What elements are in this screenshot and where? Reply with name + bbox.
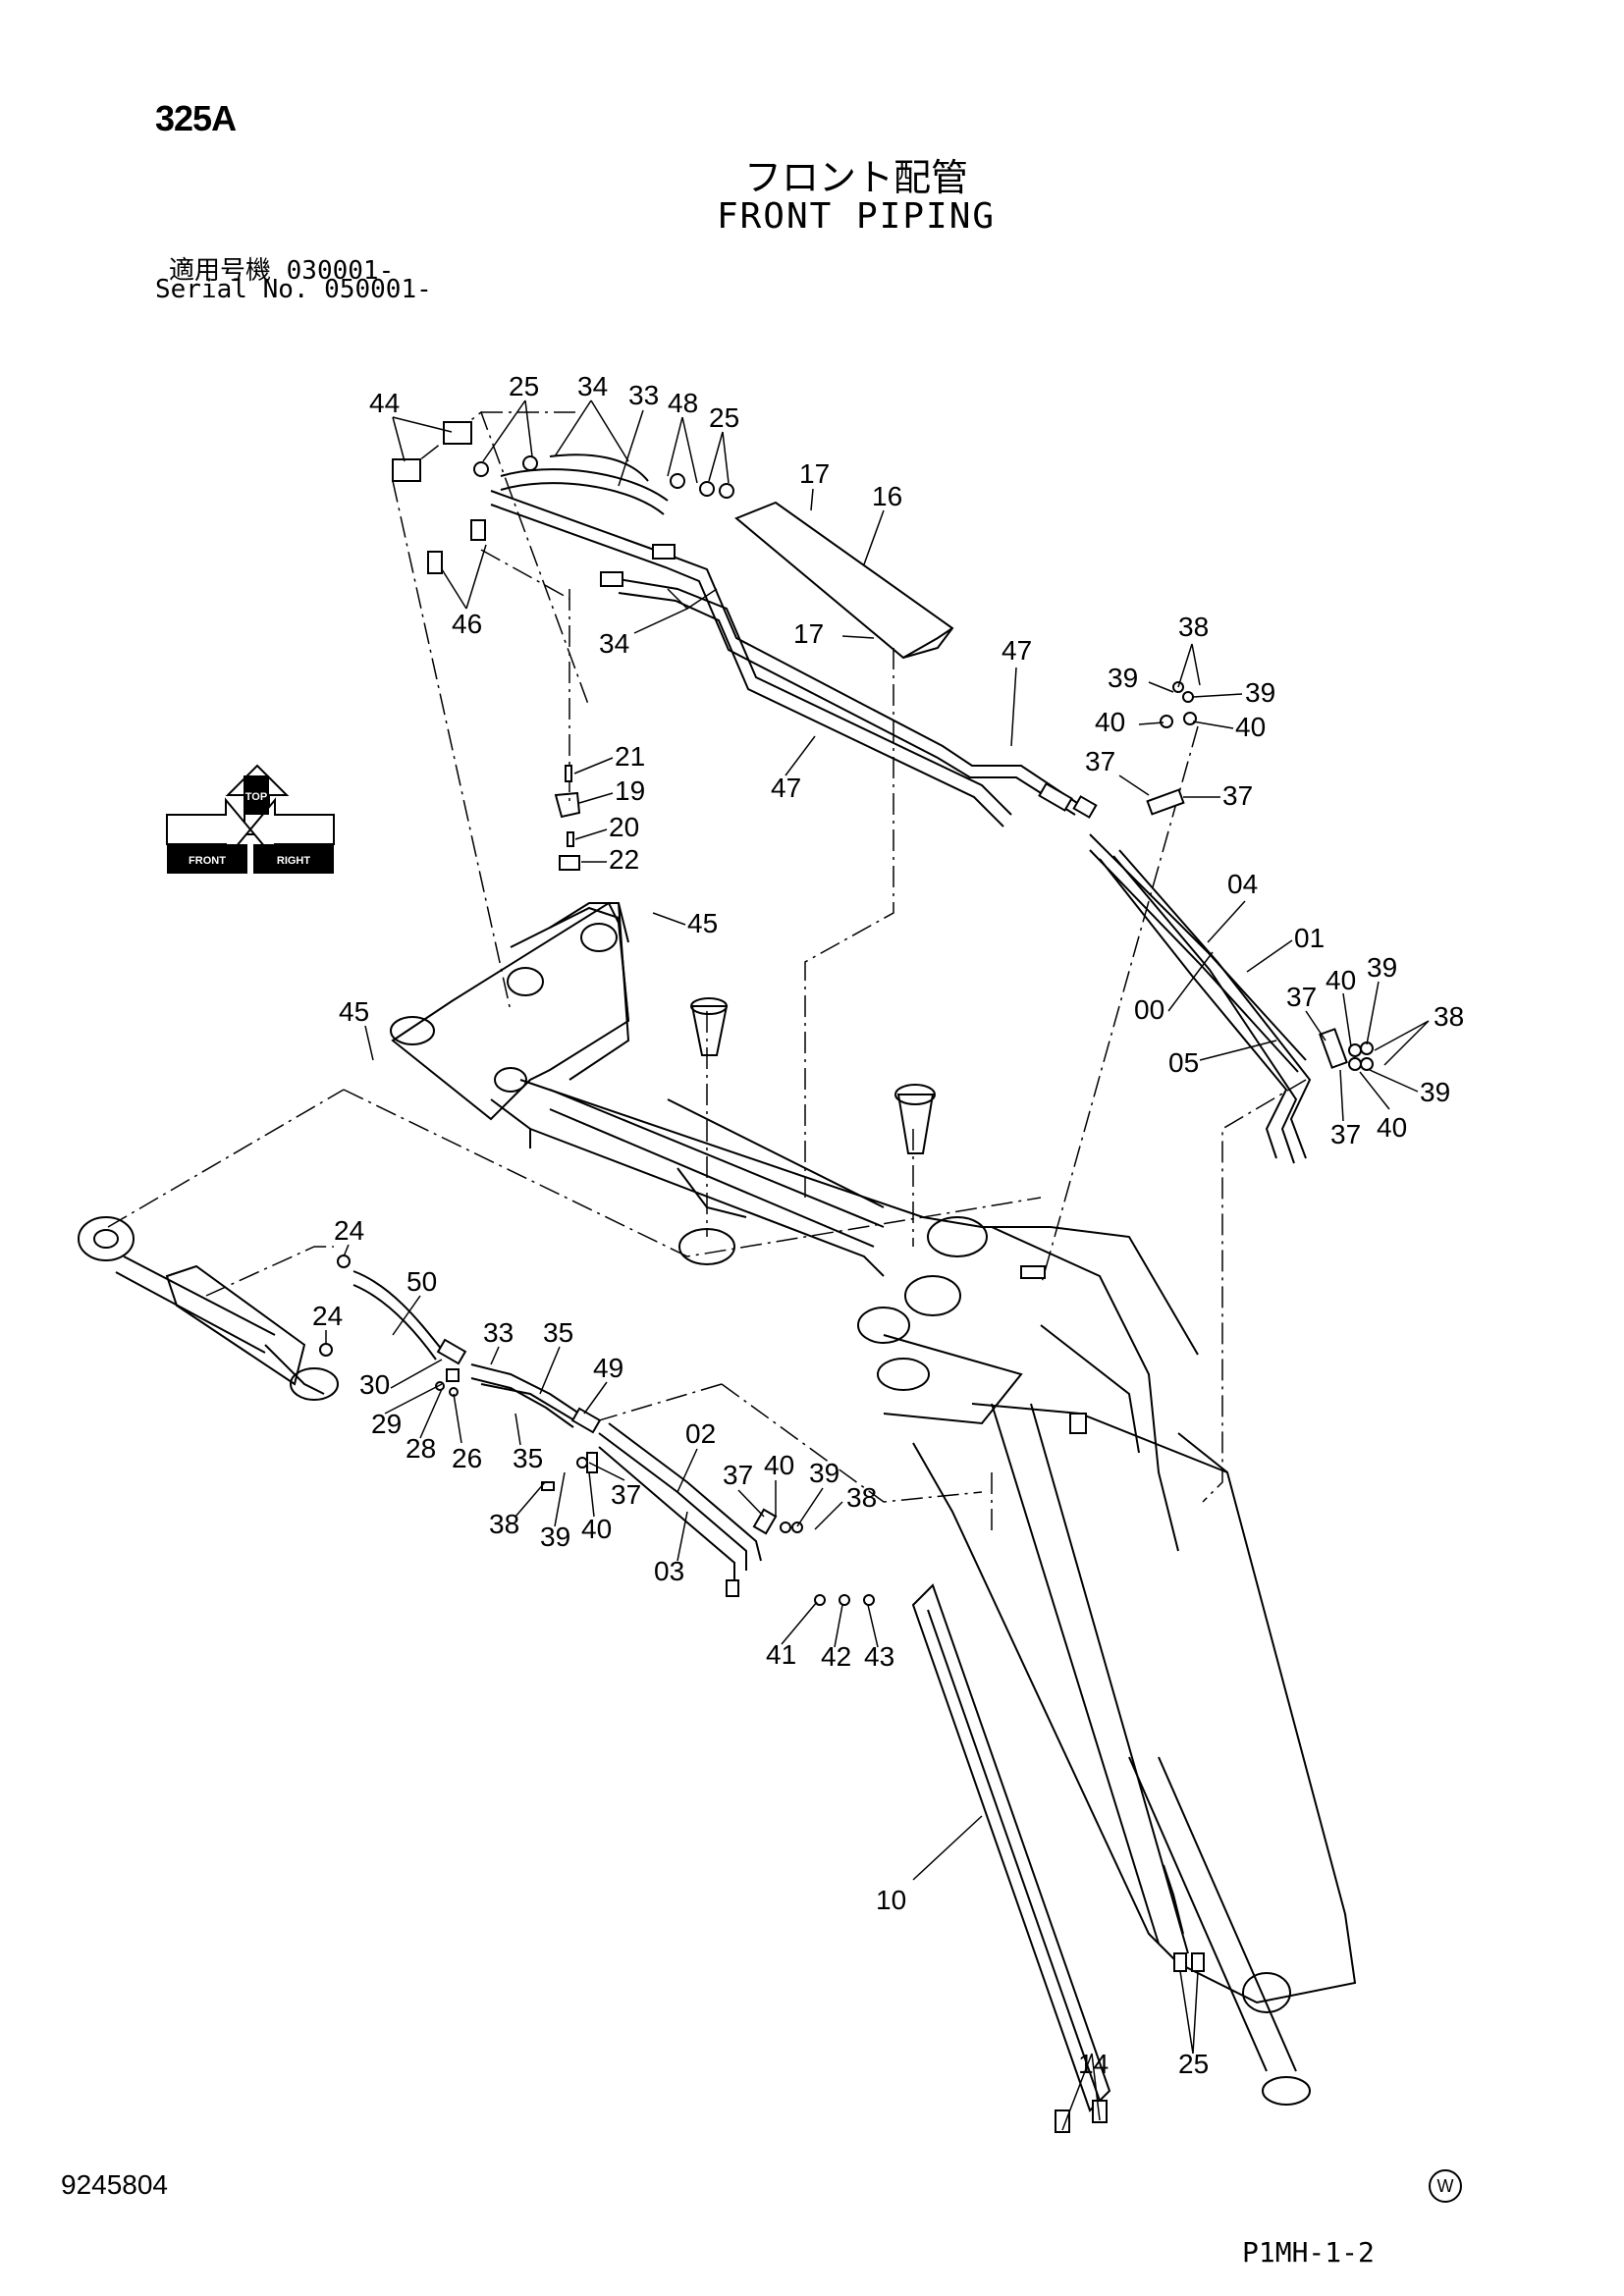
callout-label: 03 — [654, 1556, 684, 1586]
callout-label: 00 — [1134, 994, 1164, 1025]
callout-label: 34 — [599, 628, 629, 659]
callout-label: 41 — [766, 1639, 796, 1670]
model-number: 325A — [155, 98, 237, 138]
callout-label: 16 — [872, 481, 902, 511]
callout-label: 10 — [876, 1885, 906, 1915]
callout-label: 39 — [540, 1522, 570, 1552]
callout-label: 47 — [771, 773, 801, 803]
callout-label: 02 — [685, 1418, 716, 1449]
arm-cylinder — [78, 1216, 339, 1401]
upper-pipe-run — [490, 490, 1312, 1164]
callout-label: 04 — [1227, 869, 1258, 899]
callout-label: 20 — [609, 812, 639, 842]
document-number: 9245804 — [61, 2169, 169, 2200]
callout-label: 34 — [577, 371, 608, 401]
callout-label: 01 — [1294, 923, 1325, 953]
w-mark-icon: W — [1429, 2169, 1462, 2203]
callout-label: 38 — [1178, 612, 1209, 642]
callout-label: 25 — [509, 371, 539, 401]
callout-label: 45 — [687, 908, 718, 938]
callout-label: 37 — [723, 1460, 753, 1490]
callout-label: 05 — [1168, 1047, 1199, 1078]
page-title: FRONT PIPING — [716, 196, 997, 237]
callout-label: 46 — [452, 609, 482, 639]
callout-label: 37 — [1085, 746, 1115, 776]
serial-range: Serial No. 050001- — [155, 275, 432, 304]
callout-label: 37 — [1330, 1119, 1361, 1149]
page-title-japanese: フロント配管 — [743, 156, 968, 199]
orientation-label: FRONT — [189, 855, 226, 867]
callout-label: 38 — [489, 1509, 519, 1539]
callout-label: 17 — [799, 458, 830, 489]
callout-label: 38 — [846, 1482, 877, 1513]
hose-cover — [911, 1583, 1111, 2133]
callout-label: 29 — [371, 1409, 402, 1439]
callout-label: 37 — [1286, 982, 1317, 1012]
bucket-cylinder — [1128, 1756, 1311, 2106]
callout-leaders — [325, 400, 1430, 2131]
callout-label: 21 — [615, 741, 645, 772]
serial-range-japanese: 適用号機 030001- — [169, 256, 395, 286]
callout-label: 45 — [339, 996, 369, 1027]
orientation-label: RIGHT — [277, 855, 311, 867]
callout-label: 43 — [864, 1641, 894, 1672]
callout-label: 25 — [709, 402, 739, 433]
callout-label: 33 — [483, 1317, 514, 1348]
leader-lines — [107, 410, 1307, 1531]
orientation-icon: FRONT RIGHT TOP — [166, 764, 335, 874]
callout-label: 25 — [1178, 2049, 1209, 2079]
callout-label: 39 — [1367, 952, 1397, 983]
callout-labels: 44 25 34 33 48 25 17 16 46 34 17 47 47 3… — [312, 371, 1464, 2079]
callout-label: 40 — [1377, 1112, 1407, 1143]
callout-label: 40 — [581, 1514, 612, 1544]
callout-label: 39 — [1245, 677, 1275, 708]
callout-label: 40 — [764, 1450, 794, 1480]
clamp-parts — [554, 765, 581, 871]
callout-label: 42 — [821, 1641, 851, 1672]
callout-label: 37 — [1222, 780, 1253, 811]
callout-label: 47 — [1001, 635, 1032, 666]
orientation-label: TOP — [245, 791, 267, 803]
callout-label: 30 — [359, 1369, 390, 1400]
callout-label: 33 — [628, 380, 659, 410]
callout-label: 38 — [1434, 1001, 1464, 1032]
lower-pipe-run — [319, 1255, 875, 1606]
callout-label: 48 — [668, 388, 698, 418]
cover-plate — [734, 501, 954, 660]
boom-cylinder — [549, 1089, 910, 1344]
callout-label: 39 — [809, 1458, 839, 1488]
callout-label: 40 — [1095, 707, 1125, 737]
callout-label: 26 — [452, 1443, 482, 1473]
callout-label: 40 — [1235, 712, 1266, 742]
callout-label: 44 — [369, 388, 400, 418]
page-code: P1MH-1-2 — [1242, 2236, 1375, 2269]
callout-label: 22 — [609, 844, 639, 875]
boom — [519, 1079, 1357, 2004]
callout-label: 49 — [593, 1353, 623, 1383]
upper-fittings — [392, 421, 734, 587]
callout-label: 24 — [312, 1301, 343, 1331]
callout-label: 19 — [615, 775, 645, 806]
callout-label: 24 — [334, 1215, 364, 1246]
callout-label: 50 — [406, 1266, 437, 1297]
callout-label: 35 — [543, 1317, 573, 1348]
callout-label: 40 — [1326, 965, 1356, 995]
callout-label: 37 — [611, 1479, 641, 1510]
callout-label: 39 — [1420, 1077, 1450, 1107]
callout-label: 35 — [513, 1443, 543, 1473]
boom-base-assembly — [390, 901, 630, 1148]
pins — [690, 997, 1087, 1434]
callout-label: 17 — [793, 618, 824, 649]
callout-label: 39 — [1108, 663, 1138, 693]
